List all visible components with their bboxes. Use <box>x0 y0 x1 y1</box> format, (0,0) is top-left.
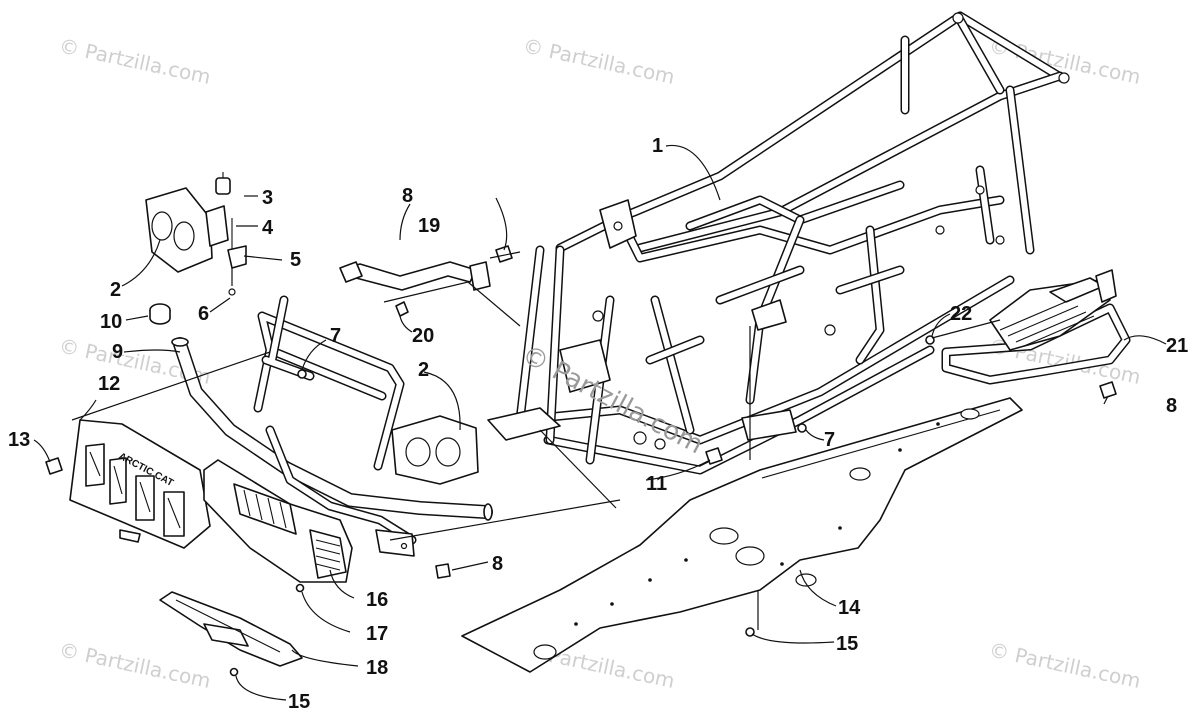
front-rack-support <box>339 261 491 291</box>
callout-21: 21 <box>1166 335 1188 357</box>
callout-2: 2 <box>418 359 429 381</box>
main-frame <box>487 11 1070 475</box>
front-fascia <box>203 459 353 583</box>
callout-7: 7 <box>330 325 341 347</box>
right-footrest <box>941 269 1131 385</box>
callouts: 1 2 2 3 4 5 6 7 7 8 8 8 9 10 11 12 13 14… <box>8 135 1188 713</box>
callout-1: 1 <box>652 135 663 157</box>
callout-13: 13 <box>8 429 30 451</box>
callout-11: 11 <box>646 473 667 495</box>
callout-20: 20 <box>412 325 434 347</box>
callout-8: 8 <box>402 185 413 207</box>
front-grille: ARCTIC CAT <box>69 419 211 549</box>
headlight-bracket <box>253 295 405 471</box>
callout-15: 15 <box>836 633 858 655</box>
watermark: © Partzilla.com <box>521 33 677 89</box>
callout-17: 17 <box>366 623 388 645</box>
callout-19: 19 <box>418 215 440 237</box>
headlight-left <box>145 187 229 273</box>
callout-22: 22 <box>950 303 972 325</box>
watermark: © Partzilla.com <box>57 637 213 693</box>
connector-lines <box>71 251 1001 630</box>
leader-lines <box>33 144 1167 701</box>
skid-plate <box>461 397 1023 673</box>
headlight-hardware <box>149 172 247 325</box>
callout-8: 8 <box>1166 395 1177 417</box>
front-lower-brackets <box>265 425 417 557</box>
callout-7: 7 <box>824 429 835 451</box>
front-lower-skid <box>159 591 303 667</box>
callout-9: 9 <box>112 341 123 363</box>
watermark: © Partzilla.com <box>57 33 213 89</box>
callout-18: 18 <box>366 657 388 679</box>
callout-2: 2 <box>110 279 121 301</box>
callout-15: 15 <box>288 691 310 713</box>
headlight-right <box>391 415 479 485</box>
callout-4: 4 <box>262 217 274 239</box>
callout-16: 16 <box>366 589 388 611</box>
callout-12: 12 <box>98 373 120 395</box>
callout-5: 5 <box>290 249 301 271</box>
callout-10: 10 <box>100 311 122 333</box>
callout-6: 6 <box>198 303 209 325</box>
watermark: © Partzilla.com <box>987 637 1143 693</box>
callout-3: 3 <box>262 187 273 209</box>
callout-14: 14 <box>838 597 861 619</box>
callout-8: 8 <box>492 553 503 575</box>
